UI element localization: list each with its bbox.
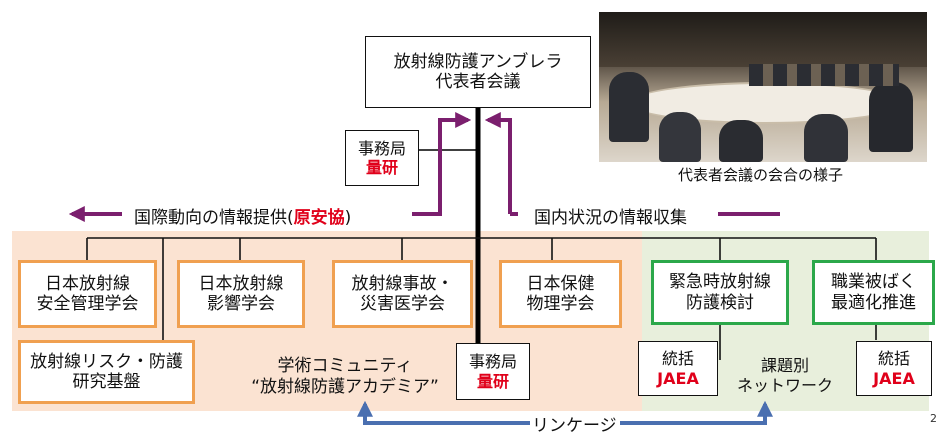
secretariat-top-label: 事務局 — [357, 138, 406, 158]
coordinator-box: 統括 JAEA — [856, 341, 932, 396]
linkage-label: リンケージ — [532, 416, 617, 436]
meeting-photo — [599, 12, 927, 162]
research-base-box: 放射線リスク・防護 研究基盤 — [18, 340, 195, 404]
network-box: 職業被ばく 最適化推進 — [812, 260, 935, 325]
society-box: 放射線事故・ 災害医学会 — [332, 260, 473, 328]
topic-network-label: 課題別 ネットワーク — [736, 356, 833, 395]
secretariat-top-box: 事務局 量研 — [345, 130, 419, 186]
jaea-highlight: 原安協 — [293, 208, 345, 228]
society-box: 日本保健 物理学会 — [499, 260, 622, 328]
secretariat-top-org: 量研 — [365, 158, 398, 177]
society-box: 日本放射線 影響学会 — [177, 260, 305, 328]
photo-caption: 代表者会議の会合の様子 — [678, 166, 844, 184]
umbrella-council-line2: 代表者会議 — [435, 72, 521, 92]
umbrella-council-box: 放射線防護アンブレラ 代表者会議 — [365, 36, 591, 108]
network-box: 緊急時放射線 防護検討 — [651, 260, 789, 325]
international-info-label: 国際動向の情報提供(原安協) — [132, 203, 354, 228]
academia-label: 学術コミュニティ “放射線防護アカデミア” — [251, 356, 439, 398]
page-number: 2 — [930, 412, 937, 425]
society-box: 日本放射線 安全管理学会 — [18, 260, 157, 328]
domestic-info-label: 国内状況の情報収集 — [528, 203, 693, 228]
secretariat-academia-box: 事務局 量研 — [456, 343, 530, 400]
umbrella-council-line1: 放射線防護アンブレラ — [393, 51, 563, 72]
coordinator-box: 統括 JAEA — [638, 341, 718, 396]
